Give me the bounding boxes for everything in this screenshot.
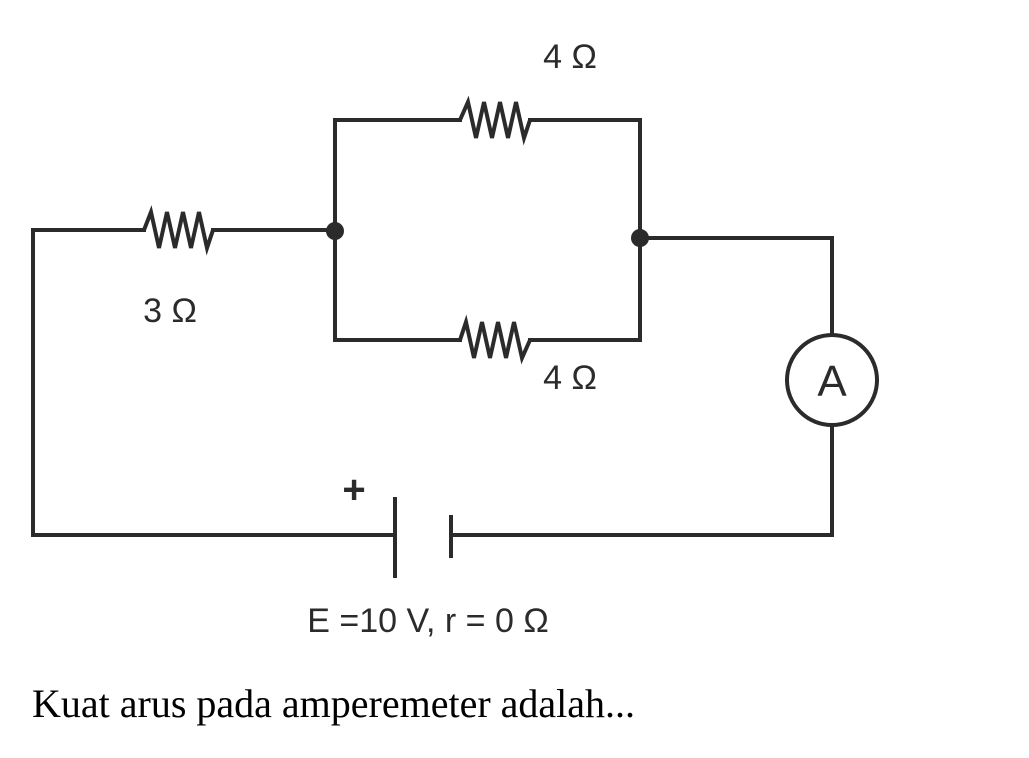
- resistor-bottom-label: 4 Ω: [543, 359, 597, 397]
- resistor-3-ohm: [142, 205, 215, 256]
- wire-left-loop: [31, 228, 397, 537]
- wire-parallel-top-left: [333, 118, 462, 342]
- question-text: Kuat arus pada amperemeter adalah...: [32, 681, 636, 726]
- ammeter-icon: [785, 333, 879, 427]
- resistor-top-4-ohm: [458, 95, 532, 146]
- ammeter-label: A: [817, 357, 847, 406]
- circuit-diagram: A 4 Ω 4 Ω 3 Ω + E =10 V, r = 0 Ω: [31, 38, 879, 640]
- wire-ammeter-to-battery: [449, 424, 834, 537]
- battery-label: E =10 V, r = 0 Ω: [307, 602, 549, 640]
- resistor-series-label: 3 Ω: [143, 292, 197, 330]
- wire-parallel-right: [528, 118, 642, 342]
- battery-plus-sign: +: [342, 468, 365, 512]
- resistor-top-label: 4 Ω: [543, 38, 597, 76]
- junction-left: [326, 222, 344, 240]
- wire-to-ammeter: [638, 236, 834, 336]
- resistor-bottom-4-ohm: [458, 314, 532, 365]
